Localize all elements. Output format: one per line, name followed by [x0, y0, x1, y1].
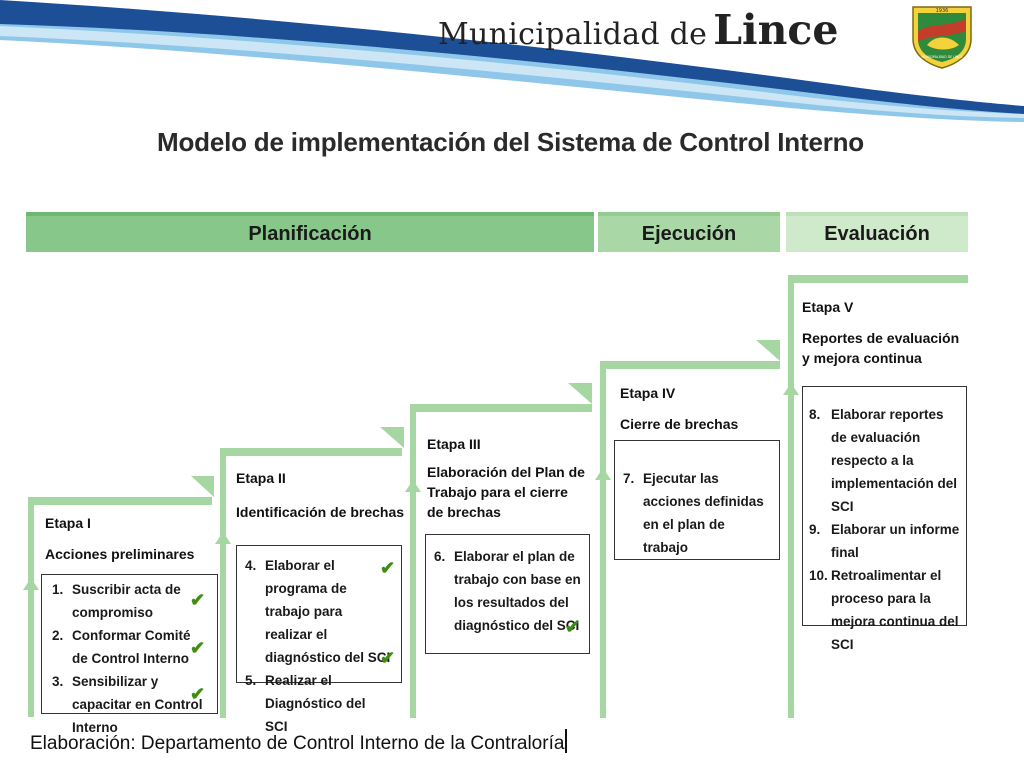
list-item: 3.Sensibilizar y capacitar en Control In…	[52, 674, 203, 735]
check-icon: ✔	[565, 617, 581, 637]
stage-5-title: Etapa V	[802, 299, 854, 315]
check-icon: ✔	[190, 638, 206, 658]
check-icon: ✔	[380, 648, 396, 668]
stage-5-activities: 8.Elaborar reportes de evaluación respec…	[802, 386, 967, 652]
check-icon: ✔	[190, 684, 206, 704]
phase-evaluacion: Evaluación	[786, 212, 968, 252]
text-cursor	[565, 729, 567, 753]
source-caption: Elaboración: Departamento de Control Int…	[30, 729, 567, 755]
stage-3-subtitle: Elaboración del Plan de Trabajo para el …	[427, 464, 585, 520]
stage-1-subtitle: Acciones preliminares	[45, 546, 195, 562]
stage-4-activities: 7.Ejecutar las acciones definidas en el …	[614, 440, 780, 560]
stage-1-title: Etapa I	[45, 515, 91, 531]
stage-1-activities: 1.Suscribir acta de compromiso 2.Conform…	[41, 574, 218, 735]
brand-prefix: Municipalidad de	[438, 17, 708, 52]
list-item: 7.Ejecutar las acciones definidas en el …	[623, 471, 764, 555]
list-item: 1.Suscribir acta de compromiso	[52, 582, 181, 620]
list-item: 4.Elaborar el programa de trabajo para r…	[245, 558, 391, 665]
list-item: 5.Realizar el Diagnóstico del SCI	[245, 673, 366, 734]
brand-name: Lince	[713, 6, 839, 54]
check-icon: ✔	[190, 590, 206, 610]
check-icon: ✔	[380, 558, 396, 578]
list-item: 9.Elaborar un informe final	[809, 522, 960, 560]
list-item: 6.Elaborar el plan de trabajo con base e…	[434, 549, 581, 633]
stage-5-subtitle: Reportes de evaluación y mejora continua	[802, 330, 960, 366]
phase-ejecucion: Ejecución	[598, 212, 780, 252]
list-item: 2.Conformar Comité de Control Interno	[52, 628, 191, 666]
logo-year: 1936	[936, 8, 949, 14]
stage-2-activities: 4.Elaborar el programa de trabajo para r…	[236, 545, 402, 734]
stage-4-subtitle: Cierre de brechas	[620, 416, 739, 432]
stage-3-activities: 6.Elaborar el plan de trabajo con base e…	[425, 534, 590, 654]
phase-planificacion: Planificación	[26, 212, 594, 252]
list-item: 8.Elaborar reportes de evaluación respec…	[809, 407, 958, 514]
stage-2-title: Etapa II	[236, 470, 286, 486]
municipality-shield-logo: 1936 MUNICIPALIDAD DE LINCE	[912, 6, 972, 69]
header-swoosh	[0, 0, 1024, 122]
list-item: 10.Retroalimentar el proceso para la mej…	[809, 568, 959, 652]
stage-2-subtitle: Identificación de brechas	[236, 504, 405, 520]
diagram-title: Modelo de implementación del Sistema de …	[157, 127, 864, 157]
logo-text: MUNICIPALIDAD DE LINCE	[921, 55, 962, 59]
stage-3-title: Etapa III	[427, 436, 481, 452]
stage-4-title: Etapa IV	[620, 385, 676, 401]
